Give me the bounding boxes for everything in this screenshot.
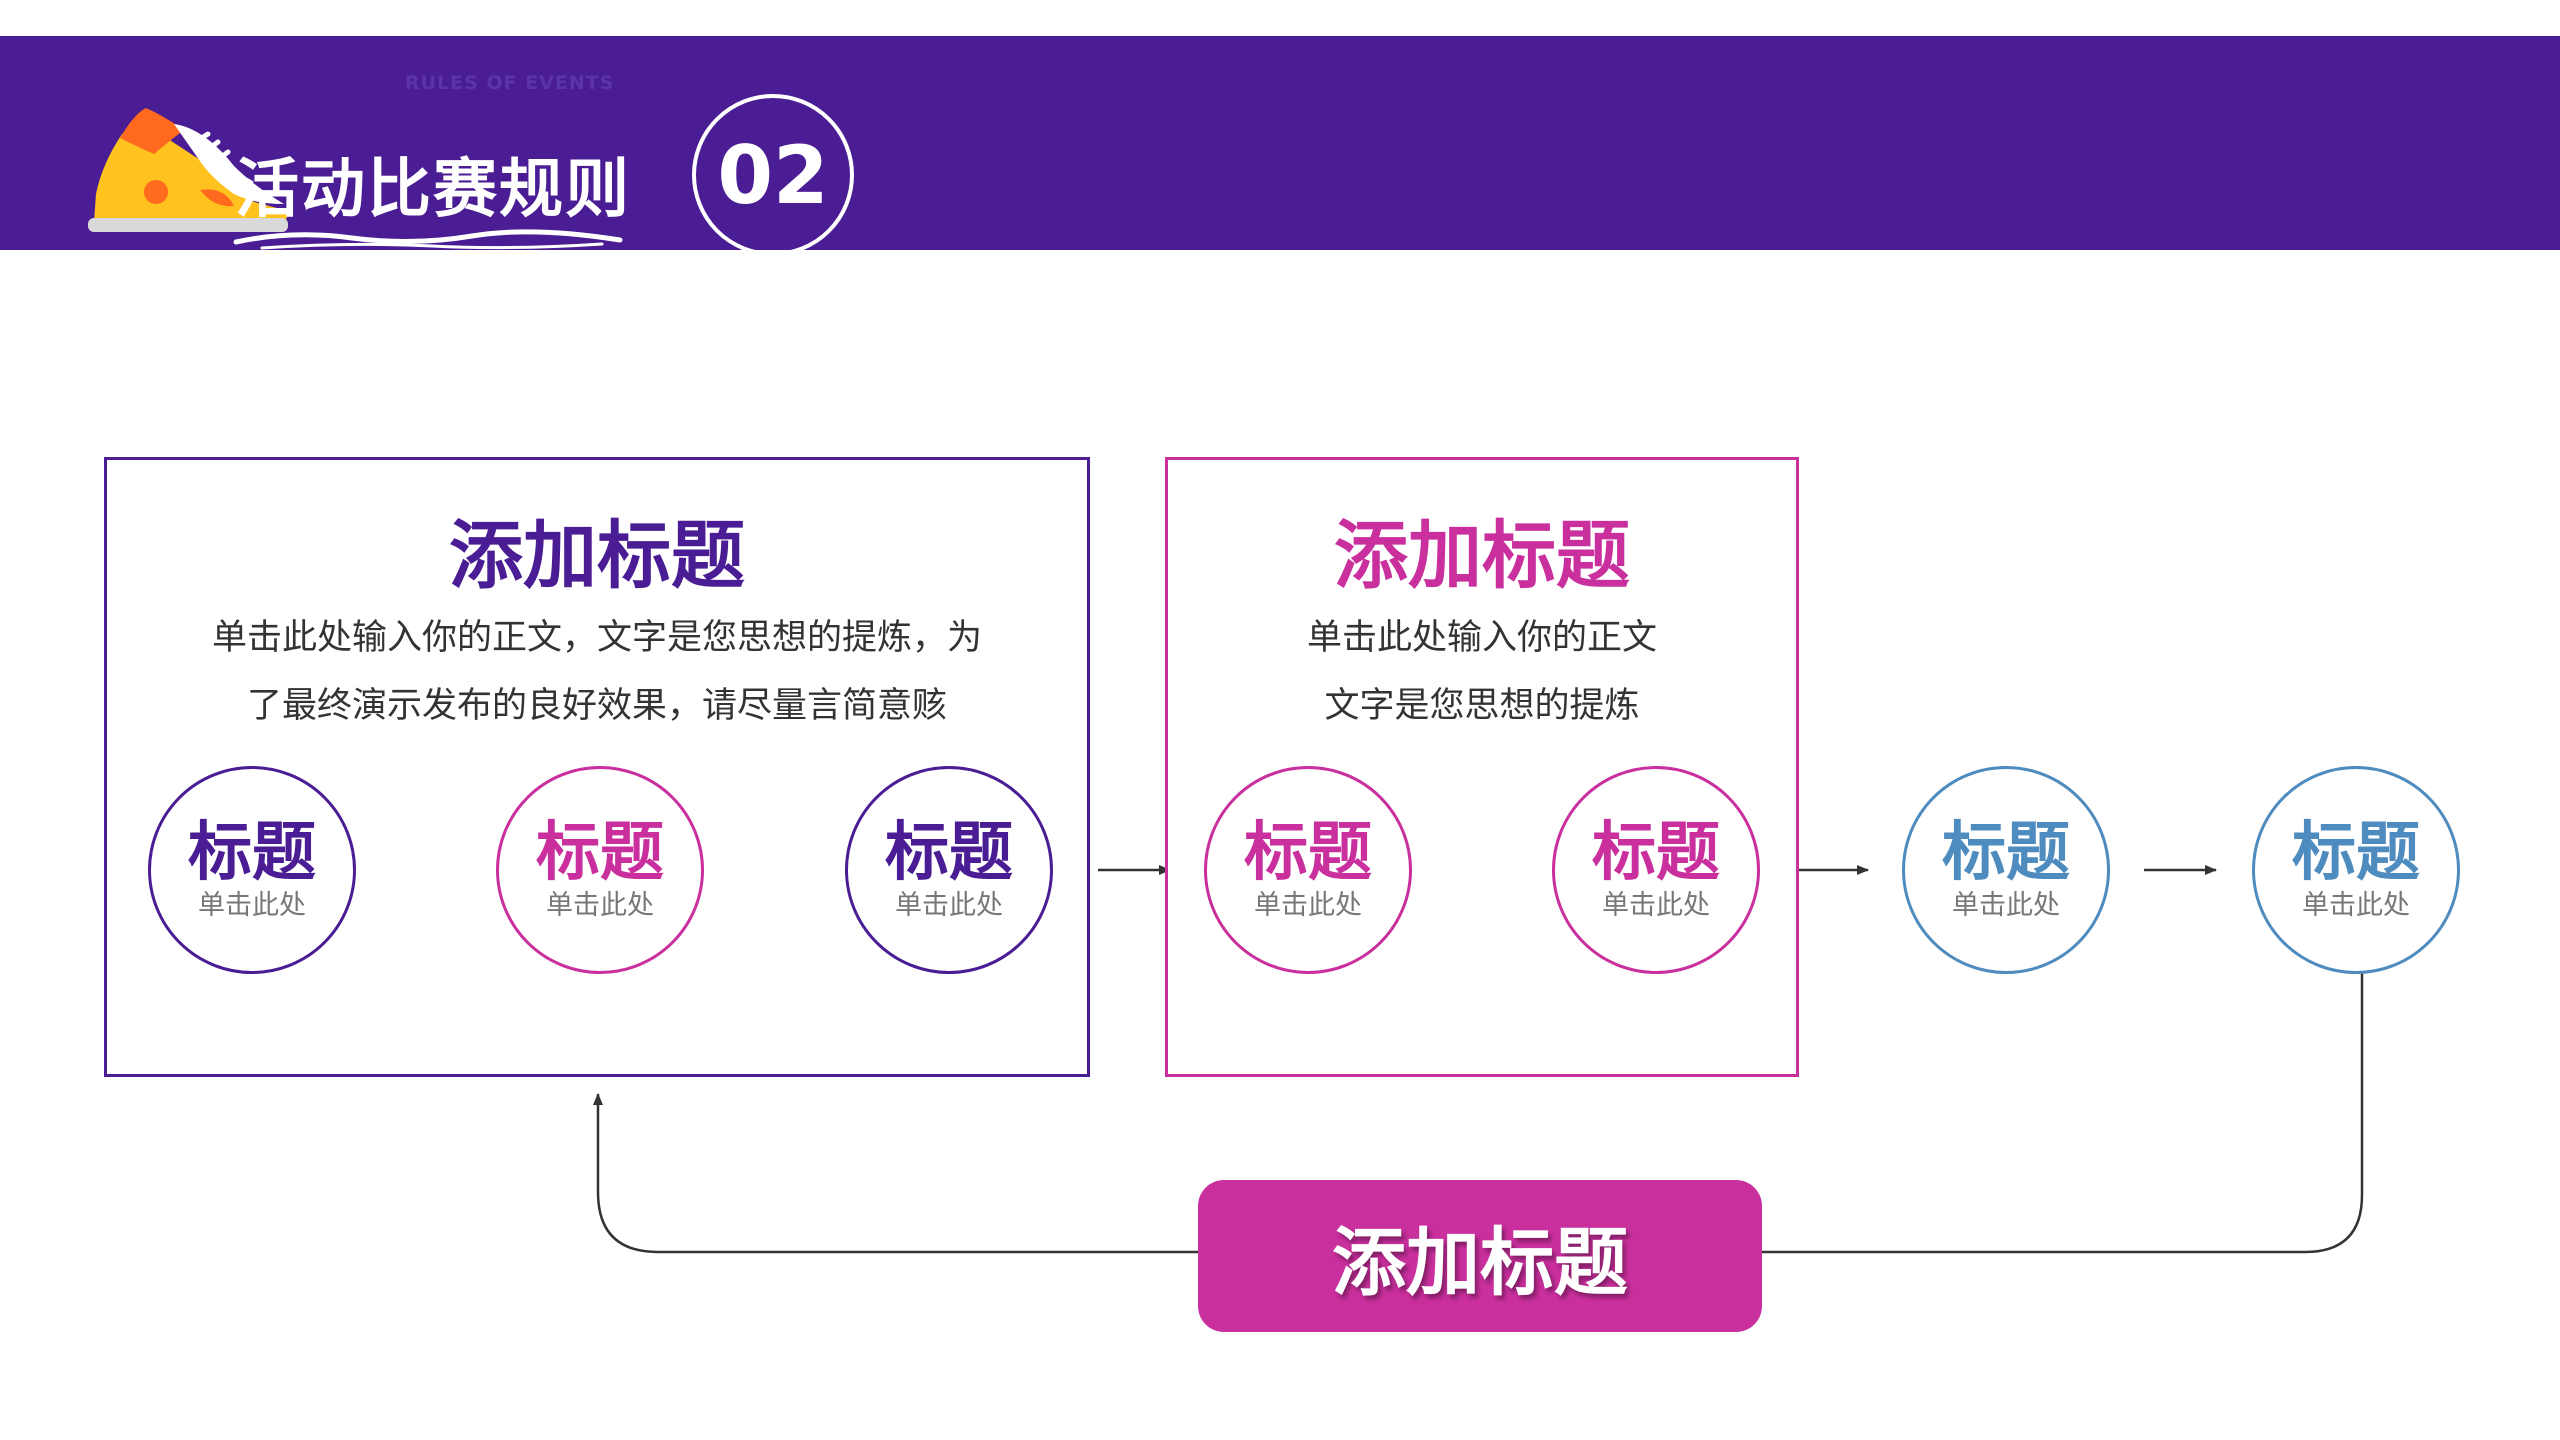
page-title: 活动比赛规则 <box>235 153 631 227</box>
box2-title: 添加标题 <box>1334 513 1630 599</box>
brush-underline-icon <box>233 229 623 250</box>
node-title: 标题 <box>536 816 664 890</box>
node-1[interactable]: 标题 单击此处 <box>148 766 356 974</box>
node-subtitle: 单击此处 <box>2302 890 2410 921</box>
group-box-2: 添加标题 单击此处输入你的正文 文字是您思想的提炼 <box>1165 457 1799 1077</box>
node-3[interactable]: 标题 单击此处 <box>845 766 1053 974</box>
box1-body-line-1: 单击此处输入你的正文，文字是您思想的提炼，为 <box>211 618 982 658</box>
node-subtitle: 单击此处 <box>546 890 654 921</box>
box2-body-line-1: 单击此处输入你的正文 <box>1306 618 1657 658</box>
box2-body-line-2: 文字是您思想的提炼 <box>1324 686 1640 726</box>
box1-title: 添加标题 <box>449 513 745 599</box>
node-title: 标题 <box>1592 816 1720 890</box>
node-title: 标题 <box>1244 816 1372 890</box>
node-4[interactable]: 标题 单击此处 <box>1204 766 1412 974</box>
box1-body-line-2: 了最终演示发布的良好效果，请尽量言简意赅 <box>246 686 947 726</box>
node-7[interactable]: 标题 单击此处 <box>2252 766 2460 974</box>
section-number-badge: 02 <box>692 94 854 256</box>
node-subtitle: 单击此处 <box>895 890 1003 921</box>
box2-body: 单击此处输入你的正文 文字是您思想的提炼 <box>1168 604 1796 740</box>
header-band: RULES OF EVENTS 活动比赛规则 02 <box>0 36 2560 256</box>
node-title: 标题 <box>2292 816 2420 890</box>
sneaker-icon <box>88 108 288 232</box>
section-number: 02 <box>717 128 829 222</box>
box1-body: 单击此处输入你的正文，文字是您思想的提炼，为 了最终演示发布的良好效果，请尽量言… <box>107 604 1087 740</box>
node-subtitle: 单击此处 <box>1952 890 2060 921</box>
node-subtitle: 单击此处 <box>1254 890 1362 921</box>
node-2[interactable]: 标题 单击此处 <box>496 766 704 974</box>
header-subtitle: RULES OF EVENTS <box>405 72 615 94</box>
node-title: 标题 <box>188 816 316 890</box>
node-subtitle: 单击此处 <box>1602 890 1710 921</box>
node-subtitle: 单击此处 <box>198 890 306 921</box>
node-title: 标题 <box>1942 816 2070 890</box>
node-5[interactable]: 标题 单击此处 <box>1552 766 1760 974</box>
add-title-button[interactable]: 添加标题 <box>1198 1180 1762 1332</box>
node-6[interactable]: 标题 单击此处 <box>1902 766 2110 974</box>
node-title: 标题 <box>885 816 1013 890</box>
